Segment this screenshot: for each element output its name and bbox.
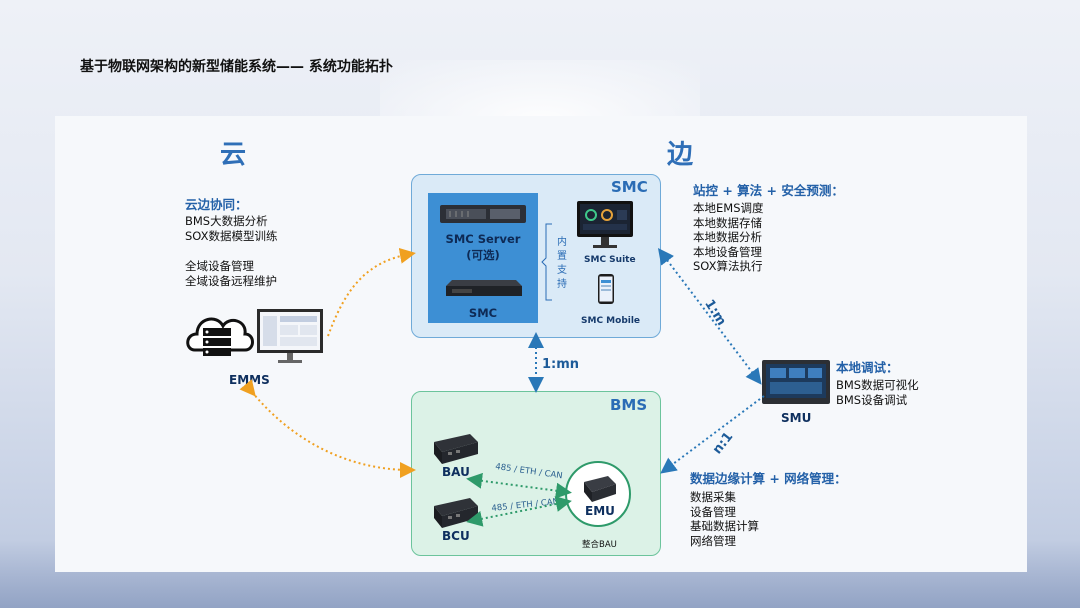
smc-suite-label: SMC Suite [584, 255, 636, 265]
smu-label: SMU [781, 411, 812, 425]
edge-compute-item: 设备管理 [690, 504, 736, 519]
bau-device-icon [434, 434, 478, 464]
edge-compute-list: 数据采集 设备管理 基础数据计算 网络管理 [690, 490, 759, 548]
smu-item: BMS设备调试 [836, 392, 908, 407]
cloud-item: BMS大数据分析 [185, 214, 268, 228]
station-item: 本地数据分析 [693, 230, 762, 244]
cloud-section-title: 云边协同： [185, 197, 248, 212]
smu-panel-icon [762, 360, 830, 404]
station-item: 本地EMS调度 [693, 201, 764, 215]
connector-smu-bms [660, 395, 765, 474]
link-label-smc-bms: 1:mn [542, 357, 580, 372]
connector-emms-bms [239, 379, 416, 478]
smc-unit-icon [446, 280, 522, 296]
cloud-item: SOX数据模型训练 [185, 228, 278, 243]
edge-compute-item: 基础数据计算 [690, 519, 759, 533]
smu-item: BMS数据可视化 [836, 378, 919, 392]
edge-compute-title: 数据边缘计算 + 网络管理： [690, 471, 847, 486]
connector-emms-smc [327, 247, 416, 337]
smc-box-title: SMC [611, 178, 648, 196]
bms-box-title: BMS [610, 396, 648, 414]
emu-label: EMU [585, 504, 615, 518]
smc-mobile-phone-icon [598, 274, 614, 304]
station-title: 站控 + 算法 + 安全预测： [693, 183, 844, 198]
cloud-item: 全域设备管理 [185, 259, 254, 273]
page-title: 基于物联网架构的新型储能系统—— 系统功能拓扑 [80, 59, 393, 75]
smc-suite-monitor-icon [577, 201, 633, 248]
cloud-item: 全域设备远程维护 [185, 273, 277, 288]
connector-bau-emu [466, 472, 572, 499]
smc-model-label: SMC [468, 306, 498, 320]
bau-label: BAU [442, 465, 470, 479]
edge-compute-item: 数据采集 [690, 490, 736, 504]
smu-section-title: 本地调试： [836, 360, 899, 375]
connector-bcu-emu [466, 496, 572, 527]
station-item: 本地数据存储 [693, 215, 762, 230]
cloud-list-1: BMS大数据分析 SOX数据模型训练 [185, 214, 278, 243]
edge-compute-item: 网络管理 [690, 533, 736, 548]
emu-caption: 整合BAU [582, 540, 617, 550]
builtin-support-text: 内 置 支 持 [557, 237, 567, 290]
smc-mobile-label: SMC Mobile [581, 316, 641, 326]
bcu-label: BCU [442, 529, 470, 543]
cloud-list-2: 全域设备管理 全域设备远程维护 [185, 259, 277, 288]
emms-icon [186, 309, 323, 363]
smc-server-title: SMC Server [445, 232, 521, 246]
edge-label: 边 [667, 140, 694, 170]
connector-smc-smu [657, 248, 762, 385]
smc-server-optional: (可选) [466, 248, 500, 262]
rack-server-icon [440, 205, 526, 223]
cloud-label: 云 [220, 140, 247, 170]
smu-list: BMS数据可视化 BMS设备调试 [836, 378, 919, 407]
bracket-icon [541, 223, 552, 301]
